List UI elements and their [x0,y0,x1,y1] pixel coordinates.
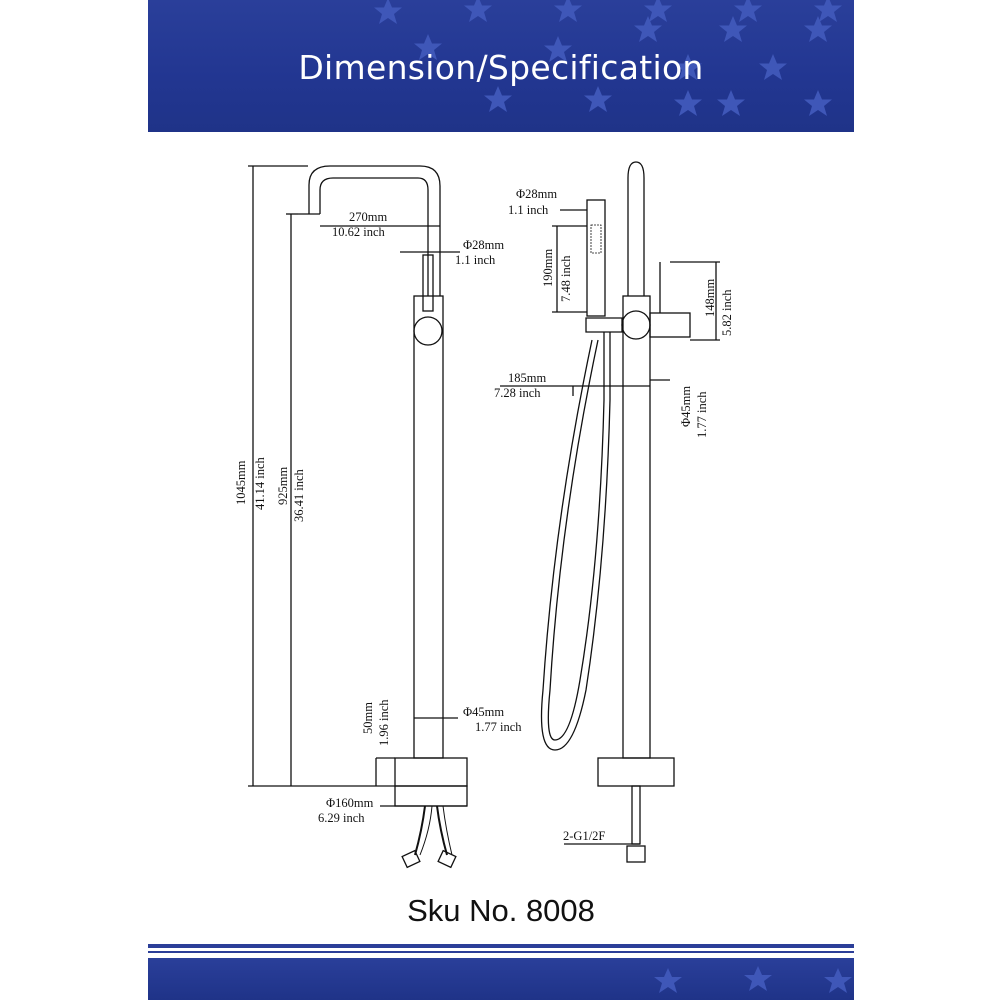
page-title: Dimension/Specification [298,48,704,87]
column-diameter-inch-label: 1.77 inch [475,720,522,734]
front-view [248,165,468,869]
total-height-mm-label: 1045mm [234,460,248,505]
side-view [500,161,720,863]
base-diameter-mm-label: Φ160mm [326,796,374,810]
reach-inch-label: 10.62 inch [332,225,386,239]
divider-secondary [148,951,854,953]
handle-height-mm-label: 148mm [703,279,717,317]
spout-height-mm-label: 925mm [276,467,290,505]
handle-height-inch-label: 5.82 inch [720,289,734,336]
header-banner: Dimension/Specification [148,0,854,132]
handle-offset-mm-label: 185mm [508,371,546,385]
star-pattern-icon [654,966,852,993]
side-column-diameter-inch-label: 1.77 inch [695,391,709,438]
spout-diameter-inch-label: 1.1 inch [455,253,496,267]
handle-offset-inch-label: 7.28 inch [494,386,541,400]
handshower-length-inch-label: 7.48 inch [559,255,573,302]
column-diameter-mm-label: Φ45mm [463,705,504,719]
total-height-inch-label: 41.14 inch [253,456,267,510]
side-column-diameter-mm-label: Φ45mm [679,386,693,427]
spout-diameter-mm-label: Φ28mm [463,238,504,252]
handshower-diameter-inch-label: 1.1 inch [508,203,549,217]
base-height-mm-label: 50mm [361,702,375,734]
spout-height-inch-label: 36.41 inch [292,468,306,522]
base-height-inch-label: 1.96 inch [377,699,391,746]
footer-banner [148,958,854,1000]
reach-mm-label: 270mm [349,210,387,224]
base-diameter-inch-label: 6.29 inch [318,811,365,825]
connection-label: 2-G1/2F [563,829,605,843]
handshower-diameter-mm-label: Φ28mm [516,187,557,201]
sku-number: Sku No. 8008 [407,893,595,928]
handshower-length-mm-label: 190mm [541,249,555,287]
divider [148,944,854,948]
